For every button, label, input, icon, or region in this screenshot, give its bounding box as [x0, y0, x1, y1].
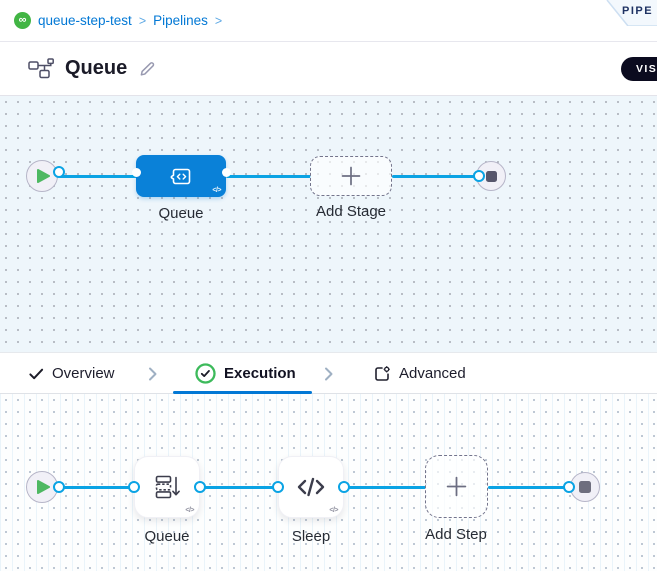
start-node-port — [53, 166, 65, 178]
start-node-port — [53, 481, 65, 493]
step-node-sleep[interactable]: </> — [278, 456, 344, 518]
project-icon: ∞ — [14, 12, 31, 29]
sleep-step-right-port — [338, 481, 350, 493]
code-chip-icon: </> — [212, 187, 221, 194]
sleep-step-label: Sleep — [291, 528, 331, 545]
stage-config-tabs: Overview Execution Advanced — [0, 352, 657, 394]
execution-graph-canvas[interactable]: </> Queue </> Sleep Add Step — [0, 394, 657, 571]
step-node-queue[interactable]: </> — [134, 456, 200, 518]
custom-stage-code-icon — [170, 168, 190, 184]
sleep-step-left-port — [272, 481, 284, 493]
tab-execution-label: Execution — [224, 365, 296, 382]
add-stage-button[interactable] — [310, 156, 392, 196]
queue-icon — [155, 475, 180, 499]
pipeline-icon — [28, 58, 54, 79]
page-title: Queue — [65, 57, 128, 79]
connector-addstage-to-end — [392, 174, 480, 178]
ribbon-shape-icon — [606, 0, 657, 26]
stop-icon — [485, 170, 497, 182]
ribbon-label: PIPE — [622, 5, 654, 17]
stage-node-left-port — [131, 167, 141, 177]
check-circle-icon — [195, 363, 216, 384]
visual-yaml-toggle[interactable]: VISUAL — [621, 57, 657, 81]
chevron-right-icon — [325, 367, 333, 381]
tab-overview-label: Overview — [52, 365, 115, 382]
tab-execution[interactable]: Execution — [195, 353, 296, 394]
pipeline-studio-ribbon: PIPE — [600, 0, 657, 26]
play-icon — [37, 169, 50, 183]
plus-icon — [446, 476, 467, 497]
connector-start-to-stage — [59, 174, 140, 178]
breadcrumb-link-project[interactable]: queue-step-test — [38, 13, 132, 28]
end-node-port — [563, 481, 575, 493]
add-stage-label: Add Stage — [315, 203, 387, 220]
stage-node-right-port — [221, 167, 231, 177]
breadcrumb-separator: > — [214, 13, 223, 28]
add-step-label: Add Step — [425, 526, 487, 543]
execution-end-node — [570, 472, 600, 502]
connector-queue-to-sleep — [200, 485, 280, 489]
chevron-right-icon — [149, 367, 157, 381]
stage-node-queue[interactable]: </> — [136, 155, 226, 197]
end-node-port — [473, 170, 485, 182]
edit-pipeline-name-button[interactable] — [138, 60, 156, 78]
connector-start-to-queue — [59, 485, 136, 489]
play-icon — [37, 480, 50, 494]
stage-graph-canvas[interactable]: </> Queue Add Stage — [0, 96, 657, 352]
tab-advanced-label: Advanced — [399, 365, 466, 382]
queue-step-left-port — [128, 481, 140, 493]
plus-icon — [341, 166, 361, 186]
add-step-button[interactable] — [425, 455, 488, 518]
title-bar: Queue VISUAL — [0, 42, 657, 96]
tab-overview[interactable]: Overview — [28, 353, 115, 394]
code-chip-icon: </> — [185, 507, 194, 514]
queue-step-label: Queue — [144, 528, 190, 545]
pipeline-start-node — [26, 160, 58, 192]
queue-step-right-port — [194, 481, 206, 493]
active-tab-indicator — [173, 391, 312, 394]
code-chip-icon: </> — [329, 507, 338, 514]
connector-stage-to-addstage — [226, 174, 311, 178]
breadcrumb-link-pipelines[interactable]: Pipelines — [153, 13, 208, 28]
code-icon — [297, 477, 325, 497]
connector-addstep-to-end — [488, 485, 570, 489]
stage-node-label: Queue — [158, 205, 204, 222]
breadcrumb: ∞ queue-step-test > Pipelines > — [0, 0, 657, 42]
connector-sleep-to-addstep — [344, 485, 426, 489]
check-icon — [29, 368, 44, 380]
stop-icon — [579, 481, 591, 493]
breadcrumb-separator: > — [138, 13, 147, 28]
tab-advanced[interactable]: Advanced — [373, 353, 466, 394]
advanced-settings-icon — [375, 365, 390, 381]
